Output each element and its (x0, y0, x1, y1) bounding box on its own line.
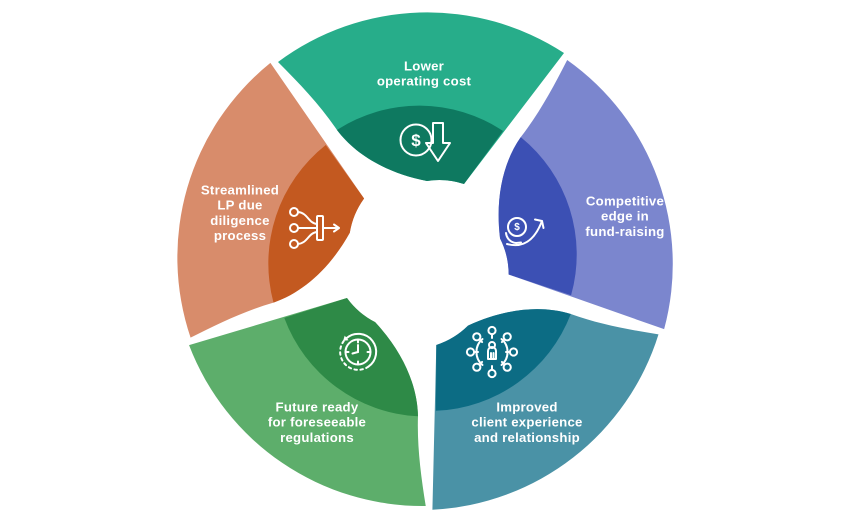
lens-future-ready-regulations (284, 297, 418, 417)
lens-competitive-edge-fund-raising (498, 137, 577, 296)
clock-history-icon (339, 332, 378, 371)
lens-improved-client-experience (435, 309, 571, 411)
